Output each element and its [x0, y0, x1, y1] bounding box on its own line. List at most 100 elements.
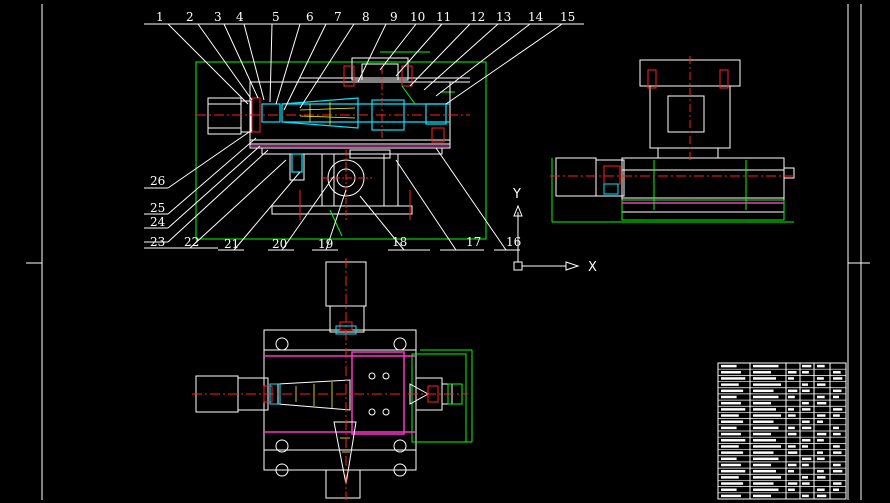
title-block-cell-text: [802, 383, 808, 386]
title-block-cell-text: [802, 426, 812, 430]
title-block-cell-text: [721, 432, 741, 436]
part-label-14: 14: [528, 10, 544, 24]
title-block-cell-text: [721, 364, 737, 368]
title-block-cell-text: [788, 432, 797, 436]
title-block-cell-text: [753, 457, 779, 461]
title-block-cell-text: [753, 469, 776, 473]
title-block-cell-text: [788, 488, 795, 491]
title-block-cell-text: [788, 469, 794, 473]
title-block-cell-text: [753, 488, 779, 491]
title-block-cell-text: [833, 469, 843, 473]
title-block-cell-text: [721, 494, 741, 498]
ucs-axis-icon: [513, 204, 580, 271]
title-block-cell-text: [753, 426, 779, 430]
title-block-cell-text: [721, 401, 741, 405]
part-label-2: 2: [186, 10, 194, 24]
title-block-cell-text: [802, 439, 811, 442]
title-block-cell-text: [788, 408, 794, 411]
part-label-6: 6: [306, 10, 314, 24]
title-block-cell-text: [788, 371, 797, 374]
ucs-y-label: Y: [512, 187, 521, 202]
title-block-cell-text: [817, 432, 827, 436]
title-block-cell-text: [833, 426, 839, 430]
title-block-cell-text: [753, 408, 776, 411]
title-block-cell-text: [802, 457, 812, 461]
title-block-cell-text: [833, 432, 841, 436]
part-label-5: 5: [272, 10, 280, 24]
title-block-cell-text: [833, 488, 839, 491]
title-block-cell-text: [753, 445, 781, 448]
part-label-17: 17: [466, 235, 481, 249]
part-label-3: 3: [214, 10, 222, 24]
part-label-7: 7: [334, 10, 342, 24]
part-label-18: 18: [392, 235, 407, 249]
title-block-cell-text: [833, 377, 843, 380]
title-block-cell-text: [833, 463, 841, 467]
title-block-cell-text: [753, 389, 774, 393]
title-block-cell-text: [802, 364, 812, 368]
title-block-cell-text: [817, 383, 826, 386]
title-block-cell-text: [833, 389, 842, 393]
title-block-cell-text: [788, 389, 798, 393]
title-block-cell-text: [788, 451, 798, 454]
title-block-cell-text: [753, 432, 771, 436]
part-label-20: 20: [272, 237, 287, 251]
part-label-13: 13: [496, 10, 511, 24]
title-block-cell-text: [788, 414, 796, 417]
title-block-cell-text: [817, 451, 823, 454]
title-block-cell-text: [802, 476, 808, 479]
title-block-cell-text: [721, 383, 739, 386]
title-block-cell-text: [817, 377, 824, 380]
title-block-cell-text: [817, 488, 825, 491]
ucs-x-label: X: [588, 260, 597, 275]
title-block-cell-text: [721, 371, 741, 374]
part-label-25: 25: [150, 201, 165, 215]
title-block-cell-text: [817, 395, 825, 399]
title-block-cell-text: [753, 476, 781, 479]
title-block-cell-text: [753, 364, 779, 368]
title-block-cell-text: [721, 488, 737, 491]
title-block-cell-text: [817, 414, 826, 417]
title-block-cell-text: [721, 457, 737, 461]
part-label-12: 12: [470, 10, 485, 24]
title-block-cell-text: [833, 414, 840, 417]
title-block-cell-text: [753, 371, 771, 374]
part-label-8: 8: [362, 10, 370, 24]
title-block-cell-text: [753, 395, 779, 399]
title-block-cell-text: [788, 482, 798, 485]
title-block-cell-text: [788, 445, 796, 448]
front-view: [195, 51, 487, 240]
part-number-labels: 1 2 3 4 5 6 7 8 9 10 11 12 13 14 15 26 2…: [150, 10, 575, 251]
title-block-cell-text: [817, 439, 824, 442]
title-block-cell-text: [721, 414, 739, 417]
title-block-cell-text: [802, 494, 809, 498]
title-block-cell-text: [802, 408, 811, 411]
title-block-cell-text: [721, 426, 737, 430]
title-block-cell-text: [788, 395, 795, 399]
title-block-cell-text: [721, 389, 744, 393]
part-label-19: 19: [318, 237, 333, 251]
title-block-cell-text: [802, 420, 810, 423]
title-block-cell-text: [833, 408, 843, 411]
title-block: [717, 362, 847, 500]
title-block-cell-text: [721, 395, 737, 399]
title-block-cell-text: [721, 476, 739, 479]
part-label-21: 21: [224, 237, 239, 251]
part-label-26: 26: [150, 174, 165, 188]
title-block-cell-text: [721, 463, 741, 467]
title-block-cell-text: [753, 401, 771, 405]
title-block-cell-text: [802, 482, 810, 485]
title-block-cell-text: [788, 426, 795, 430]
title-block-cell-text: [802, 389, 810, 393]
part-label-4: 4: [236, 10, 244, 24]
title-block-cell-text: [753, 494, 771, 498]
title-block-cell-text: [817, 364, 825, 368]
title-block-cell-text: [721, 439, 746, 442]
title-block-cell-text: [753, 463, 771, 467]
title-block-cell-text: [753, 451, 774, 454]
title-block-cell-text: [721, 451, 744, 454]
title-block-cell-text: [802, 371, 809, 374]
title-block-cell-text: [753, 420, 774, 423]
title-block-cell-text: [817, 469, 824, 473]
